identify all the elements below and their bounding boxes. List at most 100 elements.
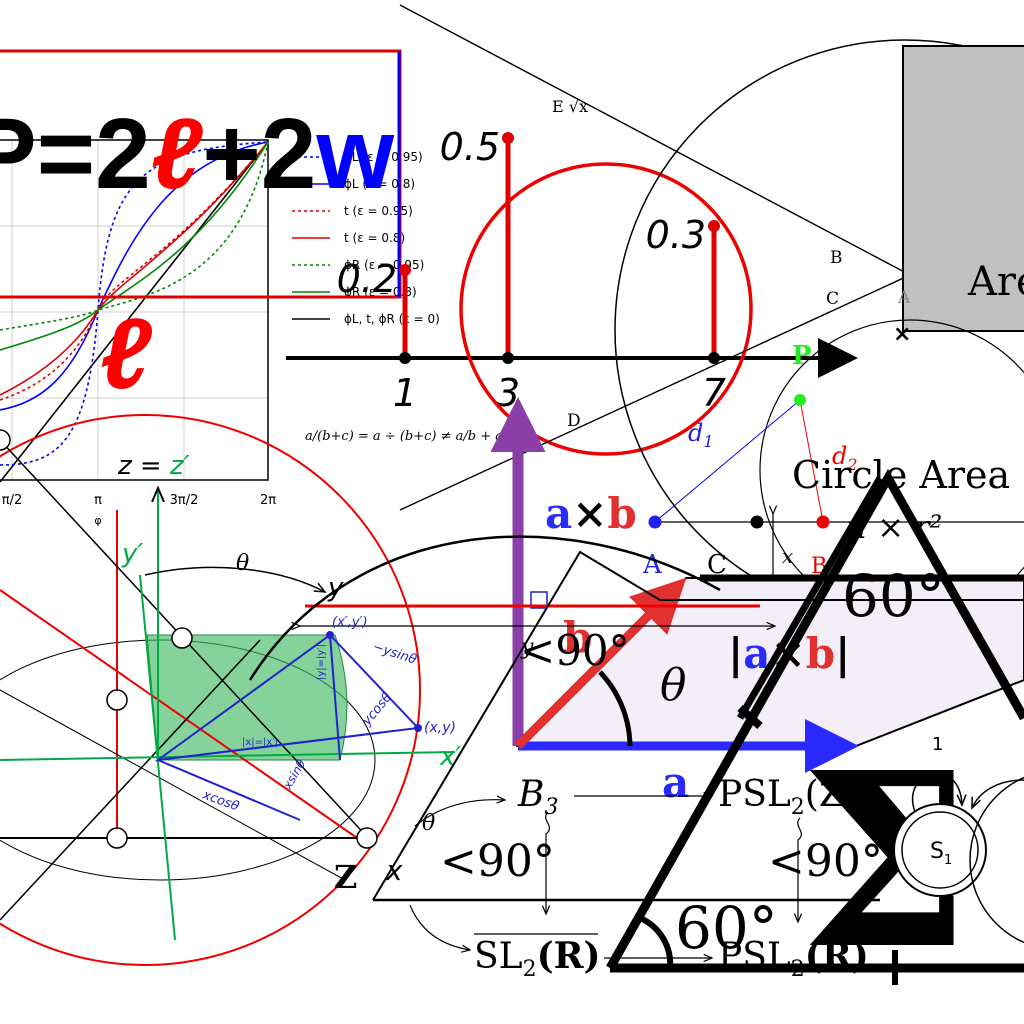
theta-label: θ bbox=[660, 660, 687, 711]
d1-label: d1 bbox=[688, 419, 714, 451]
state-label: S1 bbox=[930, 839, 952, 868]
x-tick-labels: π/2 π 3π/2 2π φ bbox=[2, 493, 276, 527]
x-small-label: x bbox=[385, 854, 403, 887]
b3-label: B3 bbox=[517, 774, 558, 820]
stem-value-label: 0.3 bbox=[646, 213, 706, 257]
point-p-label: P bbox=[792, 341, 812, 371]
point-b-dot bbox=[816, 515, 830, 529]
state-inner bbox=[901, 811, 979, 889]
hook-arrow-left bbox=[546, 811, 550, 914]
angle-60-a: 60° bbox=[842, 562, 945, 630]
line-d1 bbox=[654, 399, 801, 523]
x-tick-label: π bbox=[94, 493, 102, 508]
stem-head bbox=[708, 220, 720, 232]
y-label: y bbox=[327, 573, 344, 603]
blue-projection bbox=[154, 633, 421, 821]
psl2z-label: PSL2(Z bbox=[718, 774, 844, 820]
tick-mark bbox=[737, 705, 763, 729]
stem-head bbox=[502, 132, 514, 144]
point-a-dot bbox=[648, 515, 662, 529]
formula-l: ℓ bbox=[151, 98, 204, 210]
curved-arrow-top bbox=[414, 800, 505, 827]
black-diagonal-c bbox=[0, 689, 346, 881]
x-prime-axis bbox=[0, 751, 456, 761]
red-diagonal bbox=[0, 589, 361, 841]
vector-b bbox=[514, 577, 687, 750]
length-side-label: ℓ bbox=[100, 298, 153, 410]
abs-x-label: |x|=|x′| bbox=[242, 737, 278, 748]
curve-plot: π/2 π 3π/2 2π φ ϕL (ε = 0.95) ϕL (ε = 0.8… bbox=[0, 139, 440, 527]
vector-a-label: a bbox=[662, 758, 689, 807]
stem-head bbox=[399, 264, 411, 276]
stem-value-label: 0.2 bbox=[337, 257, 397, 301]
rotation-node bbox=[356, 827, 378, 849]
area-text: Are bbox=[967, 259, 1024, 305]
red-circle bbox=[459, 162, 753, 456]
legend-entry: ϕL, t, ϕR (ε = 0) bbox=[344, 312, 440, 326]
x-dimension-label: x bbox=[782, 544, 793, 568]
big-arc bbox=[248, 535, 721, 681]
triangle-60 bbox=[606, 468, 1024, 971]
line-d2 bbox=[799, 399, 824, 523]
svg-text:P=2ℓ+2w: P=2ℓ+2w bbox=[0, 98, 394, 210]
stem-x-label: 1 bbox=[393, 371, 417, 415]
plot-frame bbox=[0, 139, 269, 481]
legend-entry: ϕL (ε = 0.95) bbox=[344, 150, 423, 164]
xy-prime-label: (x′,y′) bbox=[332, 615, 368, 630]
stem-base bbox=[708, 352, 720, 364]
xy-point bbox=[414, 724, 422, 732]
cross-mark: × bbox=[893, 322, 911, 347]
x-prime-label: x′ bbox=[439, 742, 461, 772]
psl2r-label: PSL2(R) bbox=[718, 935, 869, 982]
self-loop bbox=[912, 772, 962, 813]
d2-label: d2 bbox=[832, 442, 858, 474]
legend-entry: t (ε = 0.8) bbox=[344, 231, 405, 245]
transition-label: 1 bbox=[932, 734, 943, 755]
angle-60-b: 60° bbox=[675, 894, 778, 962]
line-a-label: A bbox=[642, 550, 663, 580]
point-a-gray-label: A bbox=[897, 288, 911, 308]
theta-rotation-arc bbox=[144, 566, 325, 592]
rotation-diagram: z = z′ y′ y x′ θ (x′,y′) (x,y) −ysinθ yc… bbox=[0, 414, 775, 966]
long-line-top bbox=[399, 4, 911, 276]
fraction-formula: a/(b+c) = a ÷ (b+c) ≠ a/b + a/c bbox=[305, 429, 515, 444]
stems: 0.210.530.37 bbox=[337, 125, 727, 415]
point-p bbox=[794, 394, 806, 406]
sl2r-label: SL2(R) bbox=[474, 935, 601, 982]
vector-b-label: b bbox=[563, 613, 592, 662]
formula-plus2: +2 bbox=[202, 98, 316, 210]
line-c-label: C bbox=[707, 550, 727, 580]
triangle-60-second bbox=[700, 476, 1024, 720]
theta-small-label: θ bbox=[422, 811, 435, 836]
point-b-label: B bbox=[830, 248, 843, 268]
formula-p: P bbox=[0, 98, 37, 210]
formula-w: w bbox=[315, 98, 394, 210]
point-d-label: D bbox=[567, 411, 581, 431]
state-machine: Σ S1 1 bbox=[800, 720, 1024, 1002]
gray-area-square bbox=[902, 45, 1024, 332]
legend-entry: ϕL (ε = 0.8) bbox=[344, 177, 415, 191]
abs-y-label: |y|=|y′| bbox=[316, 644, 327, 680]
legend-entry: t (ε = 0.95) bbox=[344, 204, 413, 218]
rotation-node bbox=[171, 627, 193, 649]
xsin-label: xsinθ bbox=[280, 757, 309, 793]
rotation-red-circle bbox=[0, 414, 421, 966]
state-outer bbox=[893, 803, 987, 897]
x-axis-label: φ bbox=[94, 514, 101, 527]
circle-area-text: Circle Area = bbox=[792, 453, 1024, 497]
right-angle-mark bbox=[530, 591, 548, 609]
angle-90-a: <90° bbox=[520, 626, 630, 675]
y-small-label: y bbox=[520, 635, 534, 660]
rotation-node bbox=[0, 429, 11, 451]
xy-label: (x,y) bbox=[424, 720, 456, 736]
x-tick-label: 3π/2 bbox=[170, 493, 199, 508]
formula-eq2: =2 bbox=[37, 98, 151, 210]
perimeter-formula: P=2ℓ+2w ℓ bbox=[0, 49, 402, 410]
theta-rotation-label: θ bbox=[236, 551, 249, 576]
stem-base bbox=[399, 352, 411, 364]
angle-90-c: <90° bbox=[768, 836, 883, 887]
ycos-label: ycosθ bbox=[359, 690, 395, 729]
z-letter: Z bbox=[334, 858, 357, 896]
hook-arrow-right bbox=[798, 817, 802, 922]
